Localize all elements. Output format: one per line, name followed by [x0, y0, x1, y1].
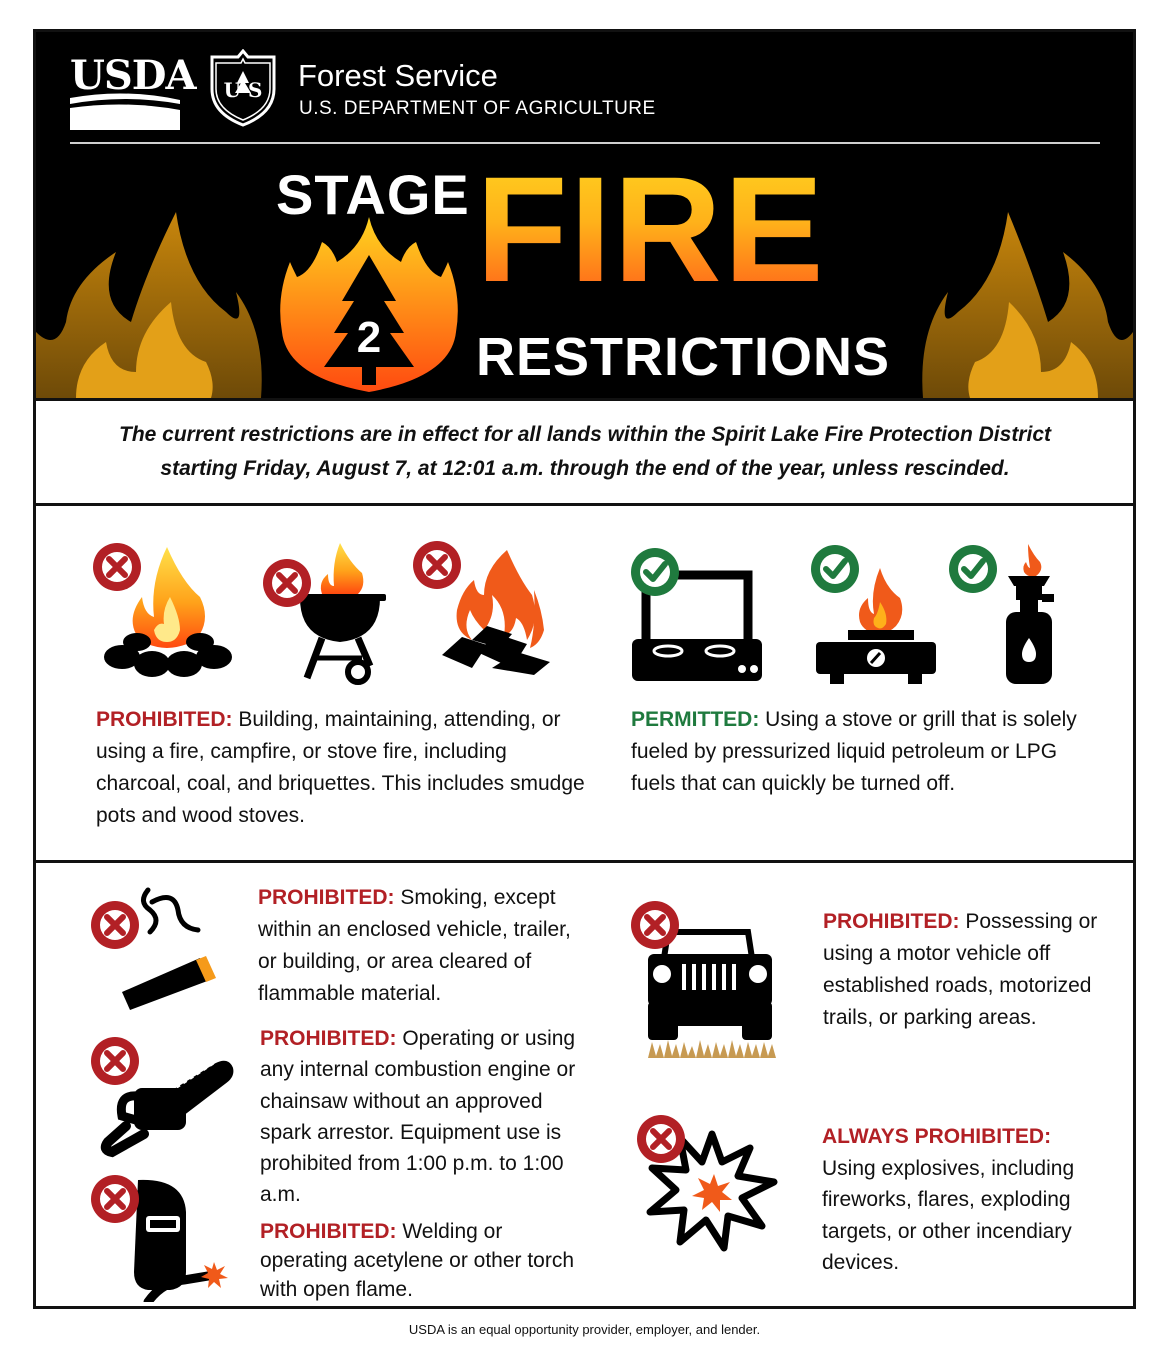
- vehicle-rule: PROHIBITED: Possessing or using a motor …: [823, 906, 1113, 1034]
- camp-stove-icon: [628, 545, 762, 681]
- poster-frame: [33, 29, 1136, 1309]
- effective-notice: The current restrictions are in effect f…: [60, 418, 1110, 486]
- welding-rule: PROHIBITED: Welding or operating acetyle…: [260, 1217, 580, 1304]
- title-stage: STAGE: [276, 163, 470, 226]
- usda-logo: USDA: [70, 52, 196, 130]
- prohibited-fires-text: Building, maintaining, attending, or usi…: [96, 708, 585, 827]
- forest-service-shield-icon: U S: [210, 49, 276, 127]
- left-flames-icon: [36, 212, 262, 398]
- title-restrictions: RESTRICTIONS: [476, 327, 891, 387]
- header-banner: USDA U S Forest Service U.S. DEPARTMENT …: [36, 32, 1133, 398]
- welding-mask-icon: [88, 1172, 228, 1302]
- stage-2-badge-icon: 2: [280, 217, 458, 392]
- explosives-rule-text: Using explosives, including fireworks, f…: [822, 1156, 1075, 1275]
- lpg-canister-stove-icon: [946, 542, 1054, 684]
- notice-line-2: starting Friday, August 7, at 12:01 a.m.…: [160, 457, 1010, 480]
- cigarette-icon: [88, 887, 216, 1010]
- off-road-vehicle-icon: [628, 898, 776, 1058]
- engine-rule-text: Operating or using any internal combusti…: [260, 1027, 576, 1207]
- right-flames-icon: [922, 212, 1133, 398]
- divider: [36, 398, 1133, 401]
- explosives-rule: ALWAYS PROHIBITED: Using explosives, inc…: [822, 1121, 1112, 1279]
- explosion-icon: [634, 1112, 778, 1252]
- prohibited-fires-rule: PROHIBITED: Building, maintaining, atten…: [96, 704, 596, 832]
- welding-rule-text: Welding or operating acetylene or other …: [260, 1220, 575, 1301]
- divider: [36, 860, 1133, 863]
- vehicle-rule-text: Possessing or using a motor vehicle off …: [823, 910, 1098, 1029]
- prohibited-label: PROHIBITED:: [258, 886, 395, 909]
- usda-logo-text: USDA: [70, 52, 196, 99]
- smoking-rule-text: Smoking, except within an enclosed vehic…: [258, 886, 571, 1005]
- campfire-icon: [92, 542, 232, 677]
- charcoal-briquettes-icon: [412, 540, 550, 675]
- notice-line-1: The current restrictions are in effect f…: [119, 423, 1051, 446]
- usda-logo-swoosh-icon: [70, 93, 180, 130]
- always-prohibited-label: ALWAYS PROHIBITED:: [822, 1125, 1052, 1148]
- agency-name: Forest Service: [298, 58, 498, 93]
- permitted-stoves-rule: PERMITTED: Using a stove or grill that i…: [631, 704, 1101, 800]
- gas-burner-icon: [808, 542, 936, 684]
- prohibited-label: PROHIBITED:: [823, 910, 960, 933]
- permitted-label: PERMITTED:: [631, 708, 760, 731]
- prohibited-label: PROHIBITED:: [96, 708, 233, 731]
- smoking-rule: PROHIBITED: Smoking, except within an en…: [258, 882, 588, 1010]
- header-divider: [70, 142, 1100, 144]
- engine-rule: PROHIBITED: Operating or using any inter…: [260, 1023, 590, 1211]
- chainsaw-icon: [88, 1034, 234, 1158]
- department-name: U.S. DEPARTMENT OF AGRICULTURE: [299, 98, 656, 119]
- permitted-stoves-text: Using a stove or grill that is solely fu…: [631, 708, 1077, 795]
- prohibited-label: PROHIBITED:: [260, 1220, 397, 1243]
- title-fire: FIRE: [476, 145, 826, 313]
- equal-opportunity-footer: USDA is an equal opportunity provider, e…: [408, 1322, 761, 1337]
- divider: [36, 503, 1133, 506]
- svg-text:2: 2: [357, 313, 381, 362]
- charcoal-grill-icon: [262, 543, 386, 685]
- prohibited-label: PROHIBITED:: [260, 1027, 397, 1050]
